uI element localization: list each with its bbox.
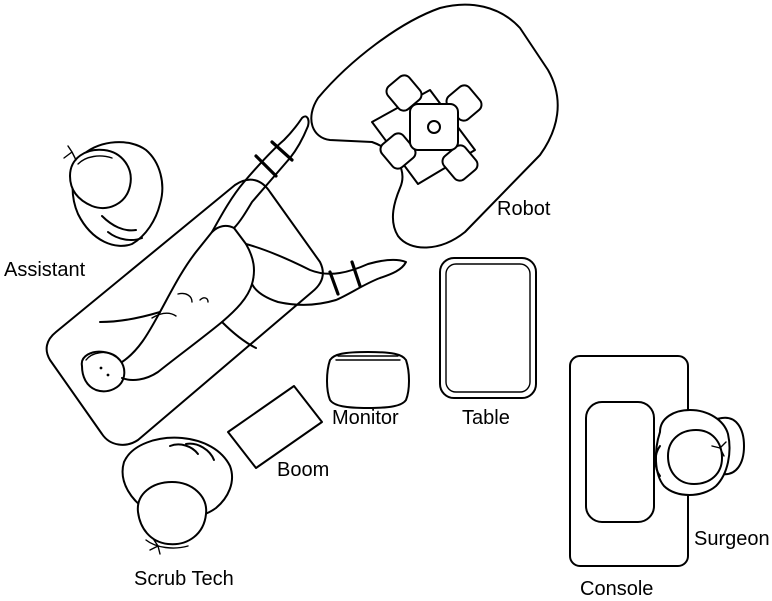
boom-label: Boom bbox=[277, 459, 329, 481]
table-label: Table bbox=[462, 407, 510, 429]
monitor-body bbox=[326, 351, 410, 409]
scrub-tech bbox=[121, 436, 234, 555]
surgeon-console bbox=[569, 355, 689, 567]
patient-head bbox=[80, 350, 126, 393]
robot-label: Robot bbox=[497, 198, 551, 220]
assistant-head bbox=[69, 148, 132, 209]
monitor-label: Monitor bbox=[332, 407, 399, 429]
robot-arm-hub bbox=[371, 74, 483, 185]
patient-leg-upper bbox=[211, 115, 310, 233]
patient bbox=[80, 115, 407, 393]
patient-leg-lower bbox=[245, 243, 407, 306]
patient-arm-right bbox=[221, 321, 257, 349]
robot bbox=[310, 3, 559, 249]
patient-torso bbox=[121, 224, 255, 381]
surgeon-label: Surgeon bbox=[694, 528, 770, 550]
boom-panel bbox=[227, 385, 323, 469]
patient-arm-left bbox=[99, 311, 161, 323]
console-label: Console bbox=[580, 578, 653, 600]
assistant bbox=[63, 141, 164, 247]
scrub-tech-label: Scrub Tech bbox=[134, 568, 234, 590]
instrument-table bbox=[439, 257, 537, 399]
surgeon-head bbox=[667, 429, 723, 485]
monitor bbox=[326, 351, 410, 409]
boom bbox=[227, 385, 323, 469]
scrub-tech-head bbox=[136, 481, 208, 546]
assistant-label: Assistant bbox=[4, 259, 86, 281]
surgeon bbox=[654, 409, 745, 496]
